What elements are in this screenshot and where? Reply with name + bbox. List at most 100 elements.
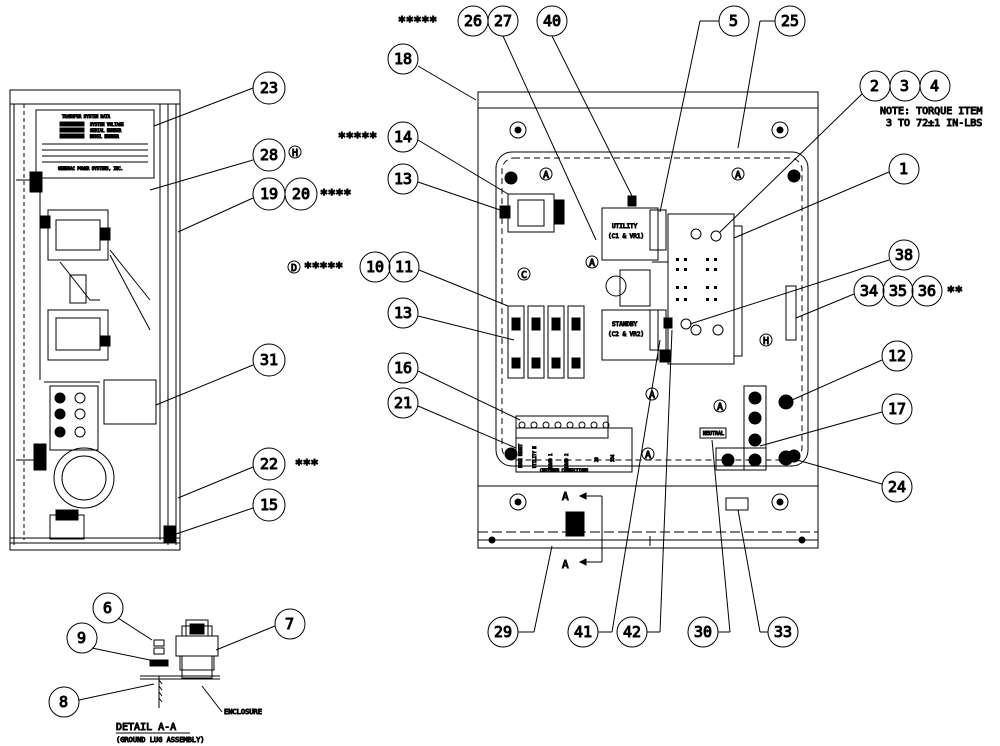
callout-2: 2 [870,77,879,95]
callout-1: 1 [899,160,908,178]
terminal-label-7: 194 [610,454,615,462]
label-neutral: NEUTRAL [703,431,724,437]
data-plate-brand: GENERAC POWER SYSTEMS, INC. [58,166,123,171]
stars-10: ***** [304,261,343,276]
callout-24: 24 [888,478,906,496]
terminal-label-2: UTILITY N [532,446,537,468]
data-plate-row2: SERIAL NUMBER [90,128,122,133]
callout-18: 18 [394,50,412,68]
callout-22: 22 [260,455,278,473]
neutral-block: NEUTRAL [699,385,794,471]
callout-25: 25 [781,12,799,30]
data-plate [35,109,155,179]
label-standby-sub: (C2 & VR2) [608,331,644,338]
standby-contactor [601,309,659,361]
callout-42: 42 [623,623,641,641]
marker-a-4: A [649,390,655,401]
callout-27: 27 [494,12,512,30]
side-contactor-lower [47,309,109,361]
stars-14: ***** [338,131,377,146]
callout-13-upper: 13 [394,170,412,188]
callout-9: 9 [77,629,86,647]
section-label-top: A [562,490,569,503]
callout-3: 3 [900,77,909,95]
fuse-block [507,305,585,379]
callout-28: 28 [260,146,278,164]
callout-23: 23 [260,79,278,97]
panel-markers: A A A C A A A H [517,167,773,462]
label-utility-sub: (C1 & VR1) [608,233,644,240]
callout-5: 5 [729,12,738,30]
marker-a-1: A [543,170,549,181]
section-label-bottom: A [562,558,569,571]
detail-a-a: 6 7 9 8 ENCLOSURE DETAIL A-A (GROUND LUG… [48,592,306,745]
label-utility: UTILITY [612,223,638,230]
torque-note-line1: NOTE: TORQUE ITEM [880,106,982,117]
svg-text:H: H [292,148,298,159]
callout-14: 14 [394,128,412,146]
marker-a-3: A [589,258,595,269]
front-view: UTILITY (C1 & VR1) STANDBY (C2 & VR2) [477,91,819,572]
side-contactor-upper [47,209,109,261]
marker-h-side [288,145,302,159]
terminal-label-3: LOAD 1 [548,453,553,468]
front-ground-lug [565,511,585,537]
callout-30: 30 [694,623,712,641]
detail-enclosure-label: ENCLOSURE [224,708,262,716]
marker-h-front: H [763,336,769,347]
stars-22: *** [295,458,319,473]
marker-c: C [521,270,527,281]
callout-21: 21 [394,394,412,412]
callout-13-lower: 13 [394,304,412,322]
front-enclosure-outline [477,91,819,549]
callout-26: 26 [464,12,482,30]
callout-36: 36 [918,282,936,300]
callout-12: 12 [888,347,906,365]
data-plate-row1: SYSTEM VOLTAGE [90,122,124,127]
terminal-label-1: FUSE RESET [518,443,523,468]
callout-38: 38 [895,246,913,264]
customer-terminal-strip: FUSE RESET UTILITY N LOAD 1 LOAD 2 23 19… [515,415,633,474]
detail-title: DETAIL A-A [116,722,176,733]
callout-6: 6 [103,599,112,617]
callout-7: 7 [285,615,294,633]
side-view: TRANSFER SYSTEM DATA SYSTEM VOLTAGE SERI… [9,89,181,551]
callout-10: 10 [366,258,384,276]
utility-contactor [601,207,659,261]
callout-20: 20 [292,185,310,203]
stars-19-20: **** [320,188,351,203]
stars-34-36: ** [947,285,963,300]
detail-lug [175,635,219,657]
callout-15: 15 [260,496,278,514]
side-enclosure-outline [9,89,181,551]
callout-29: 29 [494,623,512,641]
callout-11: 11 [395,258,413,276]
terminal-label-6: 23 [594,457,599,462]
data-plate-heading: TRANSFER SYSTEM DATA [62,114,111,119]
side-knockout [53,447,115,509]
callout-41: 41 [574,623,592,641]
front-back-panel [495,151,809,467]
marker-a-6: A [645,450,651,461]
side-callouts: 23 28 H 19 20 **** 31 22 *** 15 [149,71,352,535]
callout-19: 19 [260,185,278,203]
marker-d [287,260,301,274]
data-plate-row3: MODEL NUMBER [90,134,119,139]
callout-31: 31 [260,351,278,369]
label-customer-connections: CUSTOMER CONNECTIONS [540,468,589,473]
item-38-hole [680,318,692,330]
callout-35: 35 [889,282,907,300]
torque-note-line2: 3 TO 72±1 IN-LBS [886,118,982,129]
marker-a-5: A [717,402,723,413]
callout-40: 40 [543,12,561,30]
callout-17: 17 [888,400,906,418]
front-callouts: ***** 26 27 40 5 25 18 2 3 4 NOTE: TORQU… [287,5,983,648]
label-standby: STANDBY [612,321,638,328]
callout-4: 4 [930,77,939,95]
callout-34: 34 [860,282,878,300]
callout-16: 16 [394,359,412,377]
marker-a-2: A [735,170,741,181]
detail-subtitle: (GROUND LUG ASSEMBLY) [116,736,205,744]
terminal-label-4: LOAD 2 [564,453,569,468]
